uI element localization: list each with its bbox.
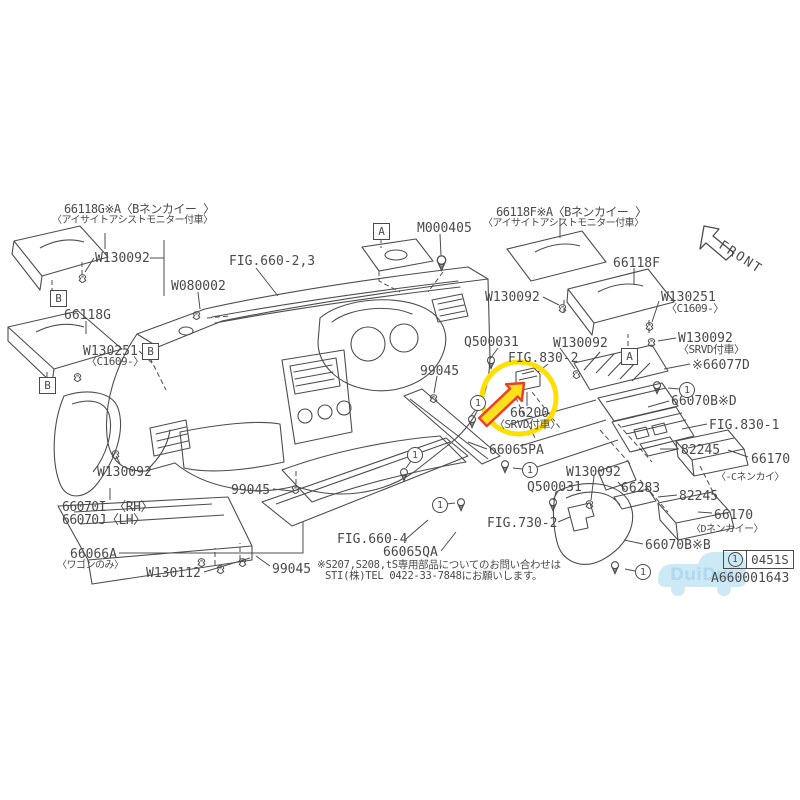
screw-icon — [500, 460, 510, 474]
left-trim-parts — [7, 225, 253, 585]
label-srvd-note-1: 〈SRVD付車〉 — [678, 343, 745, 356]
section-marker-a: A — [621, 348, 638, 365]
label-66065pa: 66065PA — [489, 443, 544, 458]
label-99045-bottom: 99045 — [272, 562, 312, 577]
circled-item-marker: 1 — [407, 447, 423, 463]
clip-icon — [78, 274, 87, 283]
legend-code: 0451S — [751, 552, 789, 567]
label-66070b-d: 66070B※D — [671, 394, 737, 409]
label-66118f-a-note: 〈アイサイトアシストモニター付車〉 — [483, 218, 644, 229]
label-66283: 66283 — [621, 481, 661, 496]
bolt-icon — [436, 255, 447, 271]
label-w130092-top-left: W130092 — [95, 251, 150, 266]
label-66070i-rh: 66070I 〈RH〉 — [62, 500, 153, 515]
front-arrow-icon — [699, 225, 735, 261]
label-fig830-2: FIG.830-2 — [508, 351, 579, 366]
section-marker-b: B — [39, 377, 56, 394]
label-leader-lines — [84, 218, 749, 573]
label-c-nenkai: 〈-Cネンカイ〉 — [716, 472, 785, 483]
note-line-2: STI(株)TEL 0422-33-7848にお願いします。 — [325, 570, 543, 582]
screw-icon — [610, 561, 620, 575]
label-fig830-1: FIG.830-1 — [709, 418, 780, 433]
legend-box: 1 0451S — [723, 550, 794, 569]
label-q500031-top: Q500031 — [464, 335, 519, 350]
label-66200: 66200 — [510, 406, 550, 421]
label-66118g-a-note: 〈アイサイトアシストモニター付車〉 — [52, 215, 213, 226]
label-w130251-left: W130251 — [83, 344, 138, 359]
clip-icon — [558, 304, 567, 313]
screw-icon — [486, 356, 496, 370]
label-66070b-b: 66070B※B — [645, 538, 711, 553]
legend-item-marker: 1 — [727, 552, 743, 567]
label-fig660-4: FIG.660-4 — [337, 532, 408, 547]
label-66170-1: 66170 — [751, 452, 791, 467]
section-marker-a: A — [373, 223, 390, 240]
circled-item-marker: 1 — [522, 462, 538, 478]
assembly-dashed-lines — [46, 238, 717, 565]
clip-icon — [585, 500, 594, 509]
label-c1609-left: 〈C1609-〉 — [86, 355, 144, 368]
label-66118g: 66118G — [64, 308, 111, 323]
label-w130092-bottom-left: W130092 — [97, 465, 152, 480]
label-q500031-bottom: Q500031 — [527, 480, 582, 495]
label-66118g-a: 66118G※A〈Bネンカイー 〉 — [64, 202, 215, 216]
label-fig660-23: FIG.660-2,3 — [229, 254, 316, 269]
label-w130092-mid: W130092 — [553, 336, 608, 351]
circled-item-marker: 1 — [470, 395, 486, 411]
legend-marker-cell: 1 — [724, 551, 747, 568]
label-d-nenkai: 〈Dネンカイー〉 — [691, 524, 764, 535]
label-fig730-2: FIG.730-2 — [487, 516, 558, 531]
label-66118f-a: 66118F※A〈Bネンカイー 〉 — [496, 205, 647, 219]
clip-icon — [192, 311, 201, 320]
circled-item-marker: 1 — [679, 382, 695, 398]
section-marker-b: B — [142, 343, 159, 360]
label-66070j-lh: 66070J〈LH〉 — [62, 513, 146, 528]
label-w130092-top-right: W130092 — [485, 290, 540, 305]
label-m000405: M000405 — [417, 221, 472, 236]
label-66077d: ※66077D — [692, 358, 750, 373]
label-wagon-only: 〈ワゴンのみ〉 — [57, 560, 124, 571]
label-w080002: W080002 — [171, 279, 226, 294]
watermark-text: DuiDui — [670, 565, 734, 585]
label-66170-2: 66170 — [714, 508, 754, 523]
clip-icon — [73, 373, 82, 382]
label-66066a: 66066A — [70, 547, 117, 562]
clip-icon — [572, 370, 581, 379]
label-66118f: 66118F — [613, 256, 660, 271]
watermark: DuiDui — [648, 540, 758, 606]
highlight-arrow-icon — [477, 381, 526, 428]
screw-icon — [467, 415, 477, 429]
circled-item-marker: 1 — [432, 497, 448, 513]
screw-icon — [652, 381, 662, 395]
label-99045-left: 99045 — [231, 483, 271, 498]
clip-icon — [291, 485, 300, 494]
label-99045-top: 99045 — [420, 364, 460, 379]
label-82245-1: 82245 — [681, 443, 721, 458]
note-line-1: ※S207,S208,tS専用部品についてのお問い合わせは — [317, 559, 561, 571]
label-82245-2: 82245 — [679, 489, 719, 504]
circled-item-marker: 1 — [635, 564, 651, 580]
lower-trim-parts — [261, 388, 501, 527]
label-srvd-note-2: 〈SRVD付車〉 — [494, 418, 561, 431]
label-w130112: W130112 — [146, 566, 201, 581]
label-66065qa: 66065QA — [383, 545, 438, 560]
section-marker-b: B — [50, 290, 67, 307]
label-w130251-right: W130251 — [661, 290, 716, 305]
label-w130092-bottom-mid: W130092 — [566, 465, 621, 480]
drawing-number: A660001643 — [711, 571, 790, 586]
label-w130092-srvd: W130092 — [678, 331, 733, 346]
screw-icon — [456, 498, 466, 512]
label-c1609-right: 〈C1609-〉 — [666, 302, 724, 315]
